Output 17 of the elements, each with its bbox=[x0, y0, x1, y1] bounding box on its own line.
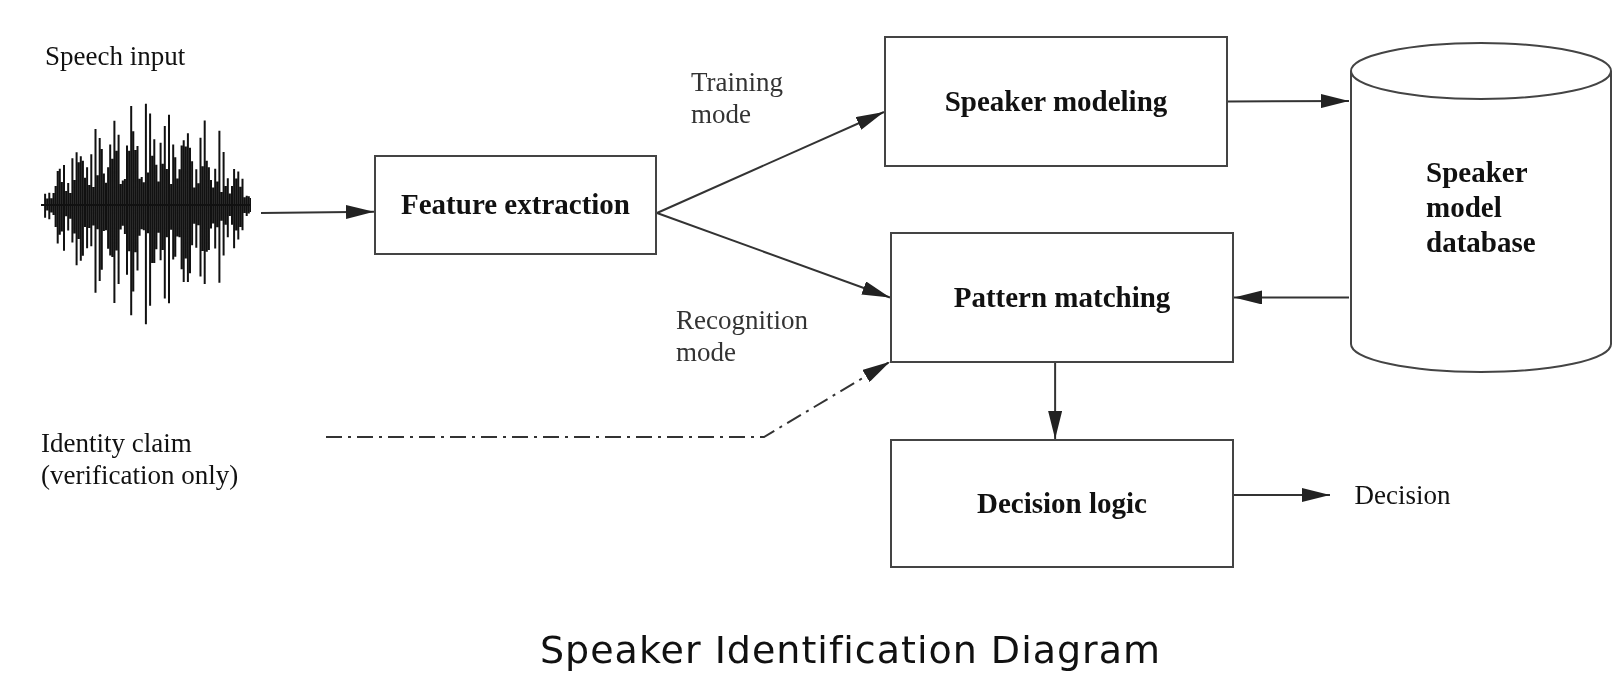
node-label: Decision bbox=[1354, 478, 1451, 512]
process-box: Feature extraction bbox=[374, 155, 657, 255]
arrow bbox=[656, 212, 891, 300]
arrow bbox=[1048, 362, 1063, 440]
process-box: Pattern matching bbox=[890, 232, 1234, 363]
arrow bbox=[325, 360, 891, 438]
arrow bbox=[1227, 94, 1350, 108]
node-label: Speaker model database bbox=[1426, 155, 1537, 260]
arrow bbox=[656, 111, 885, 214]
node-label: Identity claim (verification only) bbox=[41, 426, 240, 492]
arrow bbox=[1233, 488, 1331, 502]
arrow bbox=[260, 204, 375, 219]
process-box: Speaker modeling bbox=[884, 36, 1228, 167]
process-box: Decision logic bbox=[890, 439, 1234, 568]
caption: Speaker Identification Diagram bbox=[540, 628, 1163, 672]
node-label: Speech input bbox=[45, 40, 186, 73]
arrow bbox=[1233, 290, 1350, 305]
